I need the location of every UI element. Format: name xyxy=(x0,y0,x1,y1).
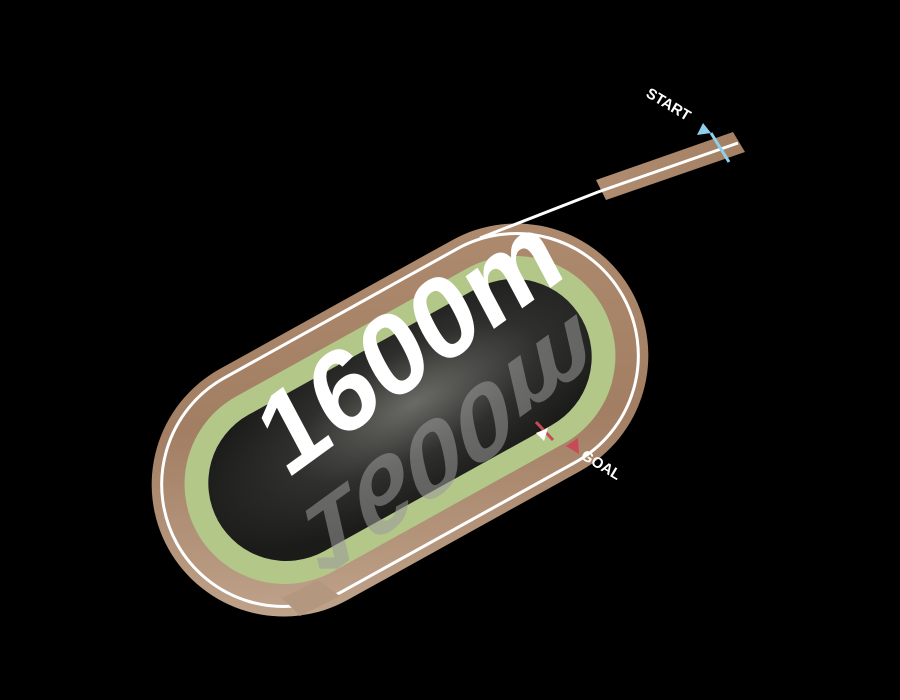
track-oval xyxy=(151,223,649,617)
start-line xyxy=(709,132,731,163)
start-triangle-icon xyxy=(697,123,711,135)
goal-arrow-icon xyxy=(536,428,548,441)
chute-rail xyxy=(479,141,739,240)
outer-rail xyxy=(160,232,640,608)
goal-triangle-icon xyxy=(566,438,579,454)
infield xyxy=(208,278,592,562)
runoff-chute xyxy=(282,580,340,616)
start-label: START xyxy=(643,85,694,125)
